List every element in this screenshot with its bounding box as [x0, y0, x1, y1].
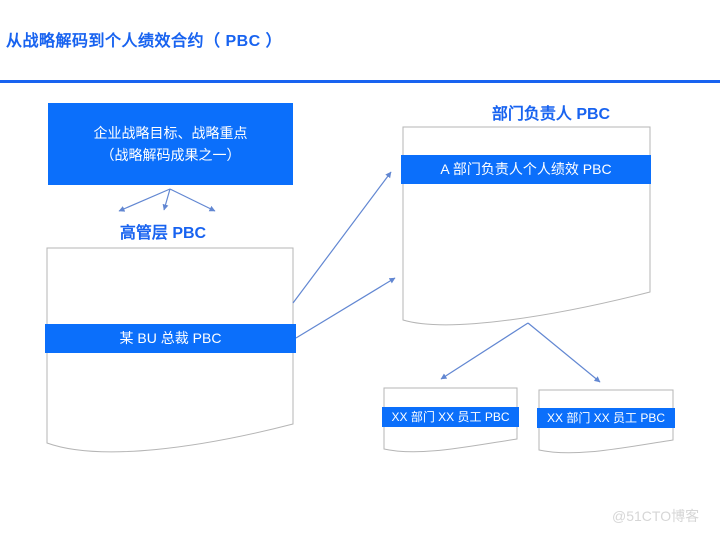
slide-title: 从战略解码到个人绩效合约（ PBC ） — [6, 33, 283, 50]
department-head-label: 部门负责人 PBC — [491, 106, 611, 123]
arrow-dept-to-employee-left — [440, 322, 529, 380]
arrow-dept-to-employee-right — [527, 322, 601, 383]
band-employee-right: XX 部门 XX 员工 PBC — [537, 408, 675, 428]
strategy-box-line1: 企业战略目标、战略重点 — [93, 125, 248, 141]
strategy-box-line2: （战略解码成果之一） — [100, 147, 241, 163]
title-divider — [0, 80, 720, 83]
arrow-bu-to-dept-lower — [295, 277, 396, 339]
band-employee-left: XX 部门 XX 员工 PBC — [382, 407, 519, 427]
band-dept-head: A 部门负责人个人绩效 PBC — [401, 155, 651, 184]
arrow-strategy-to-exec-left — [118, 188, 171, 212]
executive-level-label: 高管层 PBC — [119, 225, 207, 242]
watermark: @51CTO博客 — [612, 508, 700, 524]
arrow-bu-to-dept-upper — [292, 171, 392, 304]
arrow-strategy-to-exec-middle — [162, 188, 171, 211]
arrow-strategy-to-exec-right — [169, 188, 216, 212]
strategy-box: 企业战略目标、战略重点 （战略解码成果之一） — [48, 103, 293, 185]
band-bu-president: 某 BU 总裁 PBC — [45, 324, 296, 353]
